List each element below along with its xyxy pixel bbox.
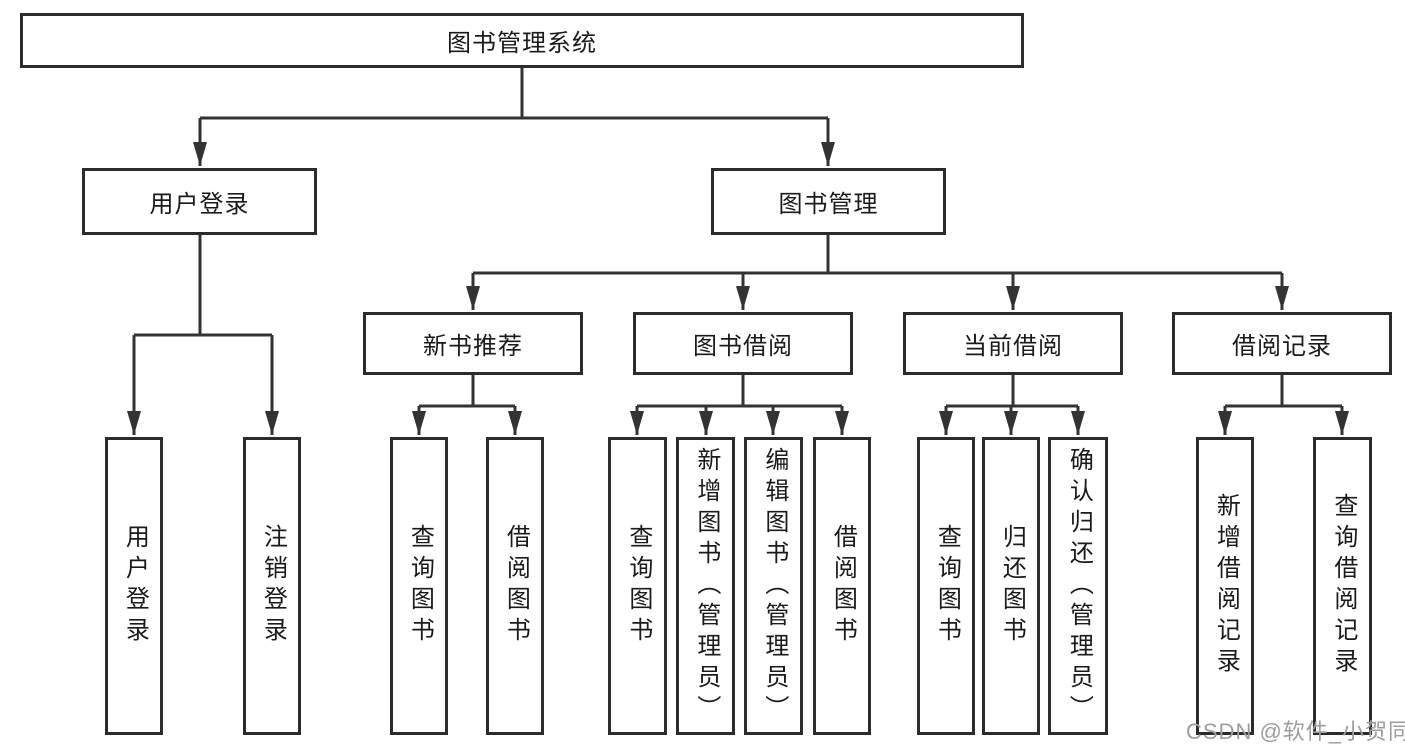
leaf-query-books-recommend-label: 查询图书: [406, 524, 434, 648]
node-book-borrowing: 图书借阅: [633, 312, 853, 375]
leaf-borrow-books-borrowing: 借阅图书: [813, 437, 871, 735]
leaf-query-books-borrowing: 查询图书: [608, 437, 667, 735]
node-user-login: 用户登录: [82, 168, 317, 235]
watermark: CSDN @软件_小贺同学: [1186, 719, 1405, 744]
leaf-edit-books-admin: 编辑图书（管理员）: [744, 437, 803, 735]
node-root-system-label: 图书管理系统: [447, 30, 597, 57]
leaf-add-borrow-record: 新增借阅记录: [1196, 437, 1254, 735]
leaf-query-books-borrowing-label: 查询图书: [624, 524, 652, 648]
node-new-book-recommendation: 新书推荐: [363, 312, 583, 375]
leaf-return-books-label: 归还图书: [998, 524, 1026, 648]
leaf-edit-books-admin-label: 编辑图书（管理员）: [760, 446, 788, 726]
leaf-borrow-books-borrowing-label: 借阅图书: [829, 524, 857, 648]
leaf-query-books-current-label: 查询图书: [933, 524, 961, 648]
node-book-borrowing-label: 图书借阅: [693, 333, 793, 360]
node-user-login-label: 用户登录: [149, 191, 250, 218]
leaf-confirm-return-admin-label: 确认归还（管理员）: [1065, 446, 1093, 726]
leaf-query-books-recommend: 查询图书: [390, 437, 448, 735]
node-current-borrowing: 当前借阅: [903, 312, 1123, 375]
leaf-borrow-books-recommend: 借阅图书: [486, 437, 544, 735]
node-book-management: 图书管理: [711, 168, 946, 235]
leaf-confirm-return-admin: 确认归还（管理员）: [1048, 437, 1108, 735]
leaf-query-borrow-record: 查询借阅记录: [1313, 437, 1372, 735]
node-current-borrowing-label: 当前借阅: [963, 333, 1063, 360]
leaf-user-login-label: 用户登录: [121, 524, 149, 648]
leaf-return-books: 归还图书: [982, 437, 1040, 735]
node-root-system: 图书管理系统: [20, 13, 1024, 68]
leaf-add-books-admin: 新增图书（管理员）: [676, 437, 735, 735]
leaf-user-login: 用户登录: [105, 437, 163, 735]
node-new-book-recommendation-label: 新书推荐: [423, 333, 523, 360]
leaf-add-books-admin-label: 新增图书（管理员）: [692, 446, 720, 726]
node-book-management-label: 图书管理: [778, 191, 879, 218]
node-borrowing-records-label: 借阅记录: [1232, 333, 1332, 360]
leaf-borrow-books-recommend-label: 借阅图书: [502, 524, 530, 648]
node-borrowing-records: 借阅记录: [1172, 312, 1392, 375]
leaf-query-borrow-record-label: 查询借阅记录: [1329, 493, 1357, 679]
leaf-query-books-current: 查询图书: [917, 437, 975, 735]
leaf-add-borrow-record-label: 新增借阅记录: [1212, 493, 1240, 679]
leaf-logout-label: 注销登录: [259, 524, 287, 648]
leaf-logout: 注销登录: [243, 437, 301, 735]
